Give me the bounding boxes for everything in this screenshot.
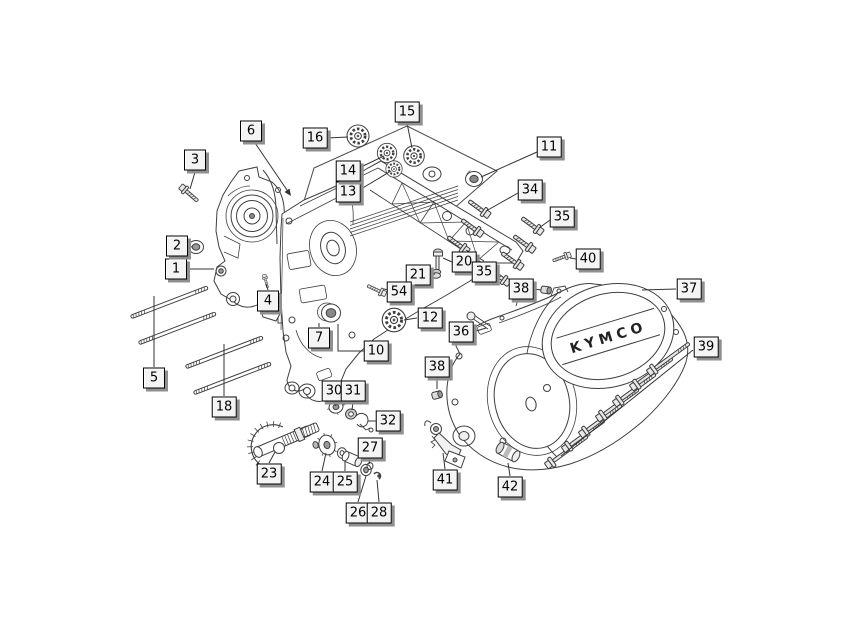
callout-34: 34 bbox=[517, 179, 543, 201]
callout-31: 31 bbox=[340, 380, 366, 402]
callout-6: 6 bbox=[240, 120, 262, 142]
callout-16: 16 bbox=[302, 127, 328, 149]
bushing-11 bbox=[465, 170, 483, 187]
bearing-13 bbox=[384, 159, 404, 179]
callout-15: 15 bbox=[394, 101, 420, 123]
ring-25 bbox=[336, 447, 363, 468]
callout-11: 11 bbox=[536, 136, 562, 158]
callout-1: 1 bbox=[165, 258, 187, 280]
callout-13: 13 bbox=[335, 181, 361, 203]
callout-42: 42 bbox=[497, 476, 523, 498]
bearing-16 bbox=[345, 123, 371, 149]
callout-35: 35 bbox=[471, 261, 497, 283]
dowel-pin bbox=[466, 311, 491, 330]
callout-28: 28 bbox=[366, 502, 392, 524]
leader-lines bbox=[153, 122, 694, 503]
callout-27: 27 bbox=[357, 437, 383, 459]
bolt-3 bbox=[177, 182, 201, 205]
bushing-2 bbox=[188, 240, 204, 254]
bearing-14 bbox=[376, 142, 398, 164]
clip-28 bbox=[373, 471, 382, 480]
callout-40: 40 bbox=[575, 248, 601, 270]
bushing-7 bbox=[317, 302, 341, 323]
callout-32: 32 bbox=[375, 410, 401, 432]
callout-10: 10 bbox=[363, 340, 389, 362]
bearing-15 bbox=[402, 144, 426, 168]
callout-7: 7 bbox=[308, 327, 330, 349]
cap-38-left bbox=[430, 389, 444, 401]
callout-37: 37 bbox=[676, 278, 702, 300]
callout-6-arrow bbox=[284, 188, 291, 196]
callout-35: 35 bbox=[549, 206, 575, 228]
callout-54: 54 bbox=[386, 281, 412, 303]
kick-lever-bracket-41 bbox=[424, 420, 466, 469]
kick-shaft-23 bbox=[246, 421, 320, 466]
left-crankcase-half bbox=[213, 166, 298, 322]
callout-38: 38 bbox=[424, 356, 450, 378]
callout-12: 12 bbox=[417, 307, 443, 329]
callout-2: 2 bbox=[166, 235, 188, 257]
callout-24: 24 bbox=[309, 471, 335, 493]
gear-24 bbox=[312, 432, 338, 458]
cover-inner-face bbox=[486, 346, 578, 456]
callout-23: 23 bbox=[256, 463, 282, 485]
callout-14: 14 bbox=[335, 160, 361, 182]
callout-36: 36 bbox=[448, 321, 474, 343]
cap-38-top bbox=[540, 285, 553, 295]
callout-38: 38 bbox=[508, 278, 534, 300]
seal-26 bbox=[360, 463, 372, 477]
callout-4: 4 bbox=[257, 290, 279, 312]
spring-clip-32 bbox=[355, 412, 374, 433]
callout-18: 18 bbox=[211, 396, 237, 418]
screw-40 bbox=[551, 250, 573, 265]
transmission-cover: KYMCO bbox=[446, 282, 689, 471]
callout-20: 20 bbox=[451, 251, 477, 273]
callout-39: 39 bbox=[693, 336, 719, 358]
callout-21: 21 bbox=[405, 264, 431, 286]
washer-31 bbox=[345, 408, 357, 420]
callout-26: 26 bbox=[345, 502, 371, 524]
callout-5: 5 bbox=[143, 367, 165, 389]
kymco-emblem: KYMCO bbox=[541, 282, 675, 390]
roller-42 bbox=[495, 437, 521, 463]
oil-seal-12 bbox=[380, 306, 408, 334]
washer-27 bbox=[366, 462, 374, 470]
callout-41: 41 bbox=[432, 469, 458, 491]
callout-25: 25 bbox=[332, 471, 358, 493]
callout-3: 3 bbox=[184, 149, 206, 171]
